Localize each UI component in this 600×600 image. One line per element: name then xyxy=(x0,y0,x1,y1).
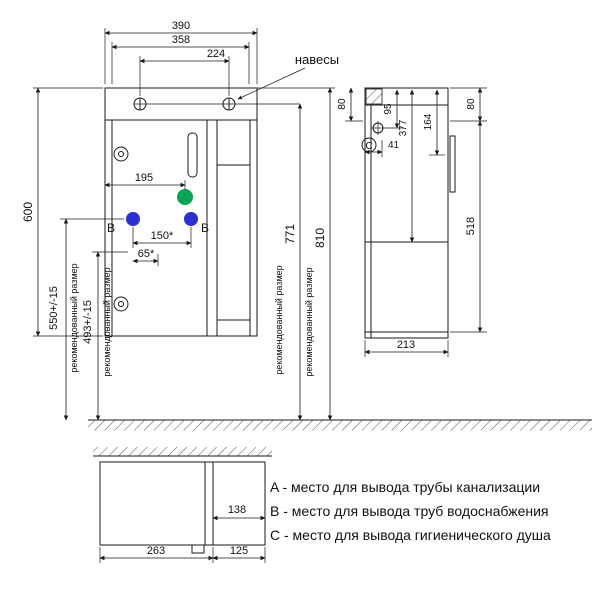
wall-bracket-hatch xyxy=(365,88,383,105)
dim-125-text: 125 xyxy=(230,545,248,557)
side-cabinet-outline xyxy=(364,87,449,339)
dim-600-text: 600 xyxy=(21,202,35,222)
dim-377-text: 377 xyxy=(398,119,409,136)
door-handle xyxy=(187,132,198,178)
side-view: С xyxy=(361,87,456,339)
dim-263-text: 263 xyxy=(147,545,165,557)
outlet-c-label: С xyxy=(365,141,372,152)
legend-item-c: C - место для вывода гигиенического душа xyxy=(270,527,551,543)
outlet-b-label-right: B xyxy=(201,221,209,235)
bottom-dims: 138 263 125 xyxy=(99,504,266,563)
front-dims-inner: 195 150* 65* xyxy=(104,172,192,266)
dim-390-text: 390 xyxy=(172,20,190,32)
hangers-leader-line xyxy=(237,67,306,100)
recommended-size-label: рекомендованный размер xyxy=(69,263,79,372)
dim-550-text: 550+/-15 xyxy=(48,286,60,330)
dim-80-left-text: 80 xyxy=(337,98,348,110)
hangers-label: навесы xyxy=(295,52,339,67)
bottom-view xyxy=(93,447,272,554)
dim-224-text: 224 xyxy=(207,48,225,60)
floor-hatch xyxy=(88,420,592,431)
dim-493-text: 493+/-15 xyxy=(82,300,94,344)
floor xyxy=(88,419,592,431)
dim-80-right-text: 80 xyxy=(466,98,477,110)
side-dims: 80 95 377 164 41 80 518 213 xyxy=(337,87,487,357)
dim-65-text: 65* xyxy=(138,248,155,260)
dim-771-text: 771 xyxy=(283,224,297,244)
front-cabinet-outline xyxy=(104,87,258,337)
front-dims-top: 390 358 224 навесы xyxy=(104,20,339,100)
outlet-b-circle xyxy=(184,212,198,226)
front-view: B B xyxy=(104,87,258,337)
legend: A - место для вывода трубы канализации B… xyxy=(270,479,551,543)
dim-164-text: 164 xyxy=(423,113,434,130)
datum-lines xyxy=(134,87,335,105)
bottom-outline xyxy=(99,461,266,546)
front-dims-left: 600 550+/-15 рекомендованный размер 493+… xyxy=(21,87,333,421)
dim-95-text: 95 xyxy=(383,103,394,115)
hinge-screw-icon xyxy=(118,151,124,157)
legend-item-a: A - место для вывода трубы канализации xyxy=(270,479,540,495)
recommended-size-label: рекомендованный размер xyxy=(304,267,314,376)
dim-213-text: 213 xyxy=(397,339,415,351)
outlet-b-label-left: B xyxy=(107,221,115,235)
recommended-size-label: рекомендованный размер xyxy=(102,267,112,376)
side-door-handle xyxy=(449,135,456,193)
dim-518-text: 518 xyxy=(465,217,477,235)
outlet-b-circle xyxy=(126,212,140,226)
recommended-size-label: рекомендованный размер xyxy=(274,265,284,374)
legend-item-b: B - место для вывода труб водоснабжения xyxy=(270,503,549,519)
dim-138-text: 138 xyxy=(228,504,246,516)
bottom-notch xyxy=(191,544,205,554)
dim-195-text: 195 xyxy=(135,172,153,184)
outlet-a-circle xyxy=(177,189,193,205)
hinge-screw-icon xyxy=(118,301,124,307)
dim-41-text: 41 xyxy=(388,140,400,151)
wall-hatch xyxy=(93,447,272,456)
dim-150-text: 150* xyxy=(151,230,174,242)
dim-358-text: 358 xyxy=(172,34,190,46)
dim-810-text: 810 xyxy=(313,228,327,248)
